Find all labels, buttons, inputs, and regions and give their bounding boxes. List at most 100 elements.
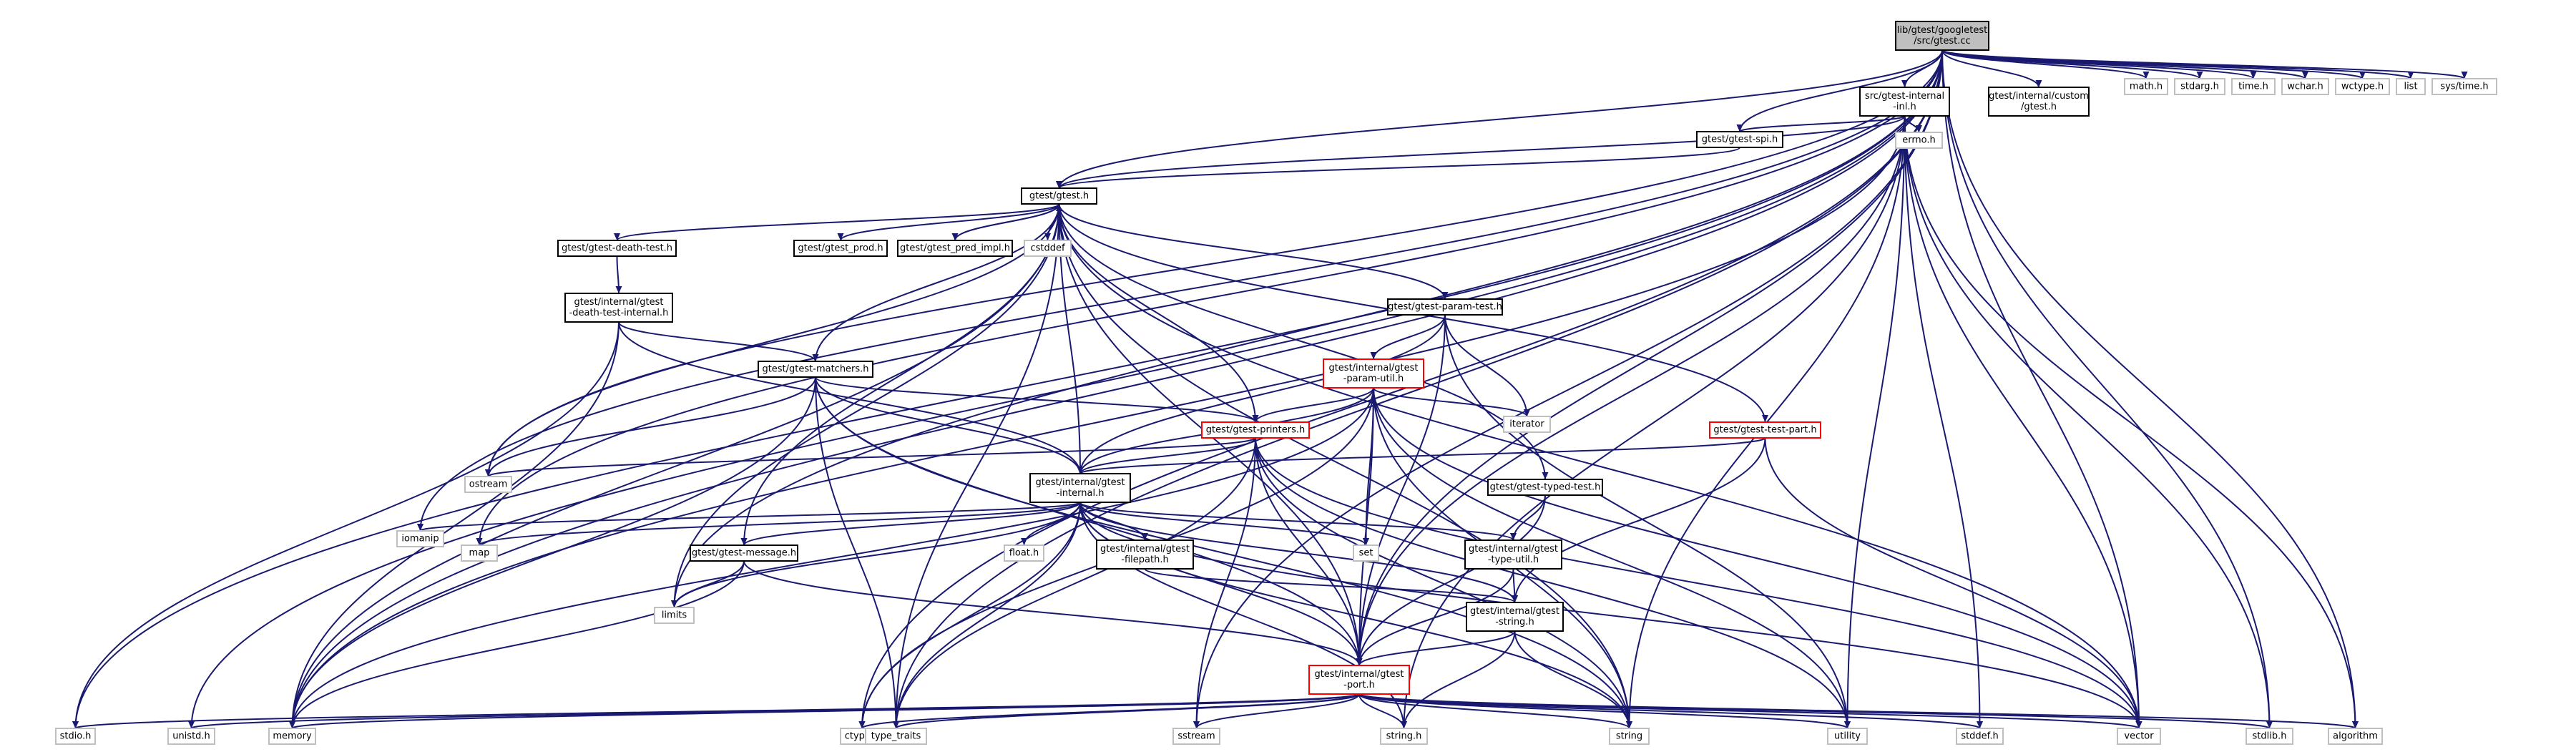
node-box-list[interactable] (2396, 78, 2426, 95)
node-port_h[interactable]: gtest/internal/gtest-port.h (1308, 665, 1410, 695)
node-box-time_h[interactable] (2231, 78, 2276, 95)
node-test_part[interactable]: gtest/gtest-test-part.h (1709, 421, 1821, 439)
node-box-type_traits[interactable] (865, 728, 927, 745)
node-algorithm[interactable]: algorithm (2328, 728, 2383, 745)
node-stddef_h[interactable]: stddef.h (1956, 728, 2004, 745)
node-string_int[interactable]: gtest/internal/gtest-string.h (1466, 602, 1564, 632)
node-box-param_test[interactable] (1387, 298, 1503, 316)
node-float_h[interactable]: float.h (1004, 545, 1044, 562)
node-param_util[interactable]: gtest/internal/gtest-param-util.h (1323, 358, 1424, 389)
node-type_util[interactable]: gtest/internal/gtest-type-util.h (1464, 539, 1562, 570)
node-box-stddef_h[interactable] (1956, 728, 2004, 745)
node-box-filepath[interactable] (1096, 539, 1194, 570)
node-cstddef[interactable]: cstddef (1024, 240, 1072, 257)
node-limits[interactable]: limits (654, 607, 695, 624)
node-box-stdlib_h[interactable] (2246, 728, 2293, 745)
node-box-root[interactable] (1895, 21, 1989, 51)
node-box-wchar_h[interactable] (2281, 78, 2329, 95)
node-pred_impl[interactable]: gtest/gtest_pred_impl.h (897, 240, 1013, 257)
node-box-unistd_h[interactable] (167, 728, 215, 745)
node-box-pred_impl[interactable] (897, 240, 1013, 257)
node-memory[interactable]: memory (268, 728, 316, 745)
node-box-matchers[interactable] (758, 361, 873, 378)
node-box-vector[interactable] (2117, 728, 2161, 745)
node-matchers[interactable]: gtest/gtest-matchers.h (758, 361, 873, 378)
node-internal_h[interactable]: gtest/internal/gtest-internal.h (1029, 473, 1131, 503)
node-box-utility[interactable] (1827, 728, 1868, 745)
node-box-typed_test[interactable] (1487, 479, 1603, 496)
node-list[interactable]: list (2396, 78, 2426, 95)
node-string[interactable]: string (1609, 728, 1650, 745)
node-ostream[interactable]: ostream (464, 476, 512, 493)
node-box-printers[interactable] (1201, 421, 1310, 439)
node-box-gtest_spi[interactable] (1696, 131, 1783, 148)
node-box-ostream[interactable] (464, 476, 512, 493)
node-wctype_h[interactable]: wctype.h (2335, 78, 2390, 95)
node-unistd_h[interactable]: unistd.h (167, 728, 215, 745)
node-printers[interactable]: gtest/gtest-printers.h (1201, 421, 1310, 439)
edge-port_h-to-unistd_h (190, 693, 1360, 729)
node-param_test[interactable]: gtest/gtest-param-test.h (1387, 298, 1503, 316)
node-time_h[interactable]: time.h (2231, 78, 2276, 95)
node-stdio_h[interactable]: stdio.h (55, 728, 96, 745)
node-box-set[interactable] (1353, 545, 1379, 562)
node-box-gtest_prod[interactable] (793, 240, 888, 257)
node-typed_test[interactable]: gtest/gtest-typed-test.h (1487, 479, 1603, 496)
node-box-stdio_h[interactable] (55, 728, 96, 745)
node-box-sstream[interactable] (1172, 728, 1220, 745)
node-box-iomanip[interactable] (396, 530, 444, 547)
node-math_h[interactable]: math.h (2124, 78, 2168, 95)
node-box-custom_gtest[interactable] (1988, 87, 2090, 117)
node-wchar_h[interactable]: wchar.h (2281, 78, 2329, 95)
node-box-limits[interactable] (654, 607, 695, 624)
node-box-string[interactable] (1609, 728, 1650, 745)
node-sys_time_h[interactable]: sys/time.h (2431, 78, 2497, 95)
node-set[interactable]: set (1353, 545, 1379, 562)
node-box-map[interactable] (461, 545, 498, 562)
node-death_test[interactable]: gtest/gtest-death-test.h (557, 240, 677, 257)
node-box-death_test[interactable] (557, 240, 677, 257)
node-box-float_h[interactable] (1004, 545, 1044, 562)
node-sstream[interactable]: sstream (1172, 728, 1220, 745)
node-box-math_h[interactable] (2124, 78, 2168, 95)
node-box-gtest_h[interactable] (1021, 187, 1097, 205)
node-box-stdarg_h[interactable] (2174, 78, 2225, 95)
node-vector[interactable]: vector (2117, 728, 2161, 745)
node-root[interactable]: lib/gtest/googletest/src/gtest.cc (1895, 21, 1989, 51)
node-internal_inl[interactable]: src/gtest-internal-inl.h (1859, 87, 1950, 117)
node-type_traits[interactable]: type_traits (865, 728, 927, 745)
node-box-errno_h[interactable] (1895, 132, 1943, 149)
node-box-string_int[interactable] (1466, 602, 1564, 632)
node-message[interactable]: gtest/gtest-message.h (690, 545, 798, 562)
node-iomanip[interactable]: iomanip (396, 530, 444, 547)
node-box-internal_inl[interactable] (1859, 87, 1950, 117)
node-box-cstddef[interactable] (1024, 240, 1072, 257)
node-gtest_prod[interactable]: gtest/gtest_prod.h (793, 240, 888, 257)
node-box-string_h[interactable] (1380, 728, 1428, 745)
node-box-type_util[interactable] (1464, 539, 1562, 570)
node-box-port_h[interactable] (1308, 665, 1410, 695)
node-box-death_internal[interactable] (564, 293, 673, 323)
node-box-iterator[interactable] (1503, 416, 1551, 433)
node-death_internal[interactable]: gtest/internal/gtest-death-test-internal… (564, 293, 673, 323)
node-gtest_h[interactable]: gtest/gtest.h (1021, 187, 1097, 205)
node-box-sys_time_h[interactable] (2431, 78, 2497, 95)
node-iterator[interactable]: iterator (1503, 416, 1551, 433)
node-box-algorithm[interactable] (2328, 728, 2383, 745)
node-box-test_part[interactable] (1709, 421, 1821, 439)
node-box-wctype_h[interactable] (2335, 78, 2390, 95)
node-label-printers-line-0: gtest/gtest-printers.h (1206, 425, 1306, 436)
node-filepath[interactable]: gtest/internal/gtest-filepath.h (1096, 539, 1194, 570)
node-box-message[interactable] (690, 545, 798, 562)
node-utility[interactable]: utility (1827, 728, 1868, 745)
node-box-param_util[interactable] (1323, 358, 1424, 389)
node-stdarg_h[interactable]: stdarg.h (2174, 78, 2225, 95)
node-errno_h[interactable]: errno.h (1895, 132, 1943, 149)
node-map[interactable]: map (461, 545, 498, 562)
node-string_h[interactable]: string.h (1380, 728, 1428, 745)
node-custom_gtest[interactable]: gtest/internal/custom/gtest.h (1988, 87, 2090, 117)
node-box-memory[interactable] (268, 728, 316, 745)
node-stdlib_h[interactable]: stdlib.h (2246, 728, 2293, 745)
node-gtest_spi[interactable]: gtest/gtest-spi.h (1696, 131, 1783, 148)
node-box-internal_h[interactable] (1029, 473, 1131, 503)
